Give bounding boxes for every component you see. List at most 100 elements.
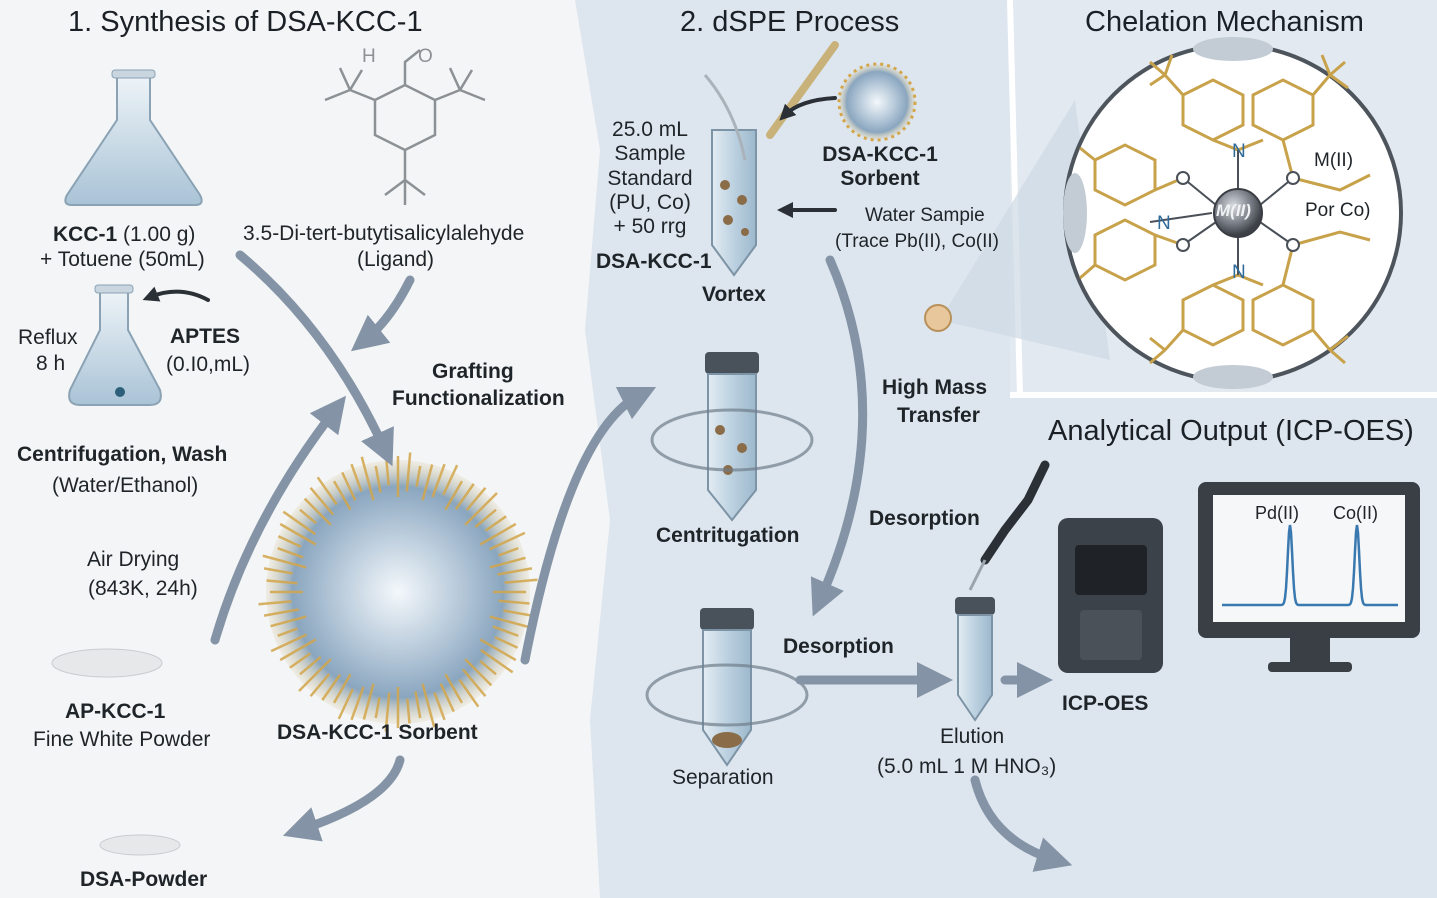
sorbent-spike	[458, 678, 480, 708]
separation-tube	[645, 608, 809, 767]
sorbent-spike	[303, 497, 332, 526]
reflux-label: Reflux	[18, 326, 78, 349]
heading-output: Analytical Output (ICP-OES)	[1048, 415, 1414, 447]
air-drying-label: Air Drying	[87, 548, 180, 571]
sorbent-callout-line-2: Sorbent	[840, 166, 920, 190]
icp-oes-label: ICP-OES	[1062, 692, 1149, 715]
sorbent-particle	[924, 304, 952, 332]
transfer-label: Transfer	[897, 404, 980, 427]
sorbent-spike	[277, 627, 298, 637]
metal-label: M(II)	[1314, 150, 1354, 171]
flow-arrows	[210, 250, 1073, 872]
n-atom-top: N	[1232, 141, 1246, 162]
n-atom-bottom: N	[1232, 262, 1246, 283]
sorbent-spike	[341, 471, 357, 501]
drying-conditions: (843K, 24h)	[88, 577, 198, 600]
sample-line-4: (PU, Co)	[609, 191, 691, 215]
icp-oes-instrument	[1058, 518, 1163, 673]
pipette	[968, 460, 1050, 591]
sorbent-callout-line-1: DSA-KCC-1	[822, 143, 938, 166]
sorbent-spike	[492, 625, 519, 637]
elution-conditions: (5.0 mL 1 M HNO₃)	[877, 755, 1057, 778]
sorbent-spike	[503, 609, 533, 617]
sorbent-spike	[464, 658, 493, 687]
desorption-mid-label: Desorption	[783, 635, 894, 658]
reflux-flask	[68, 284, 162, 406]
aptes-amount: (0.I0,mL)	[166, 353, 251, 376]
sorbent-spike	[465, 487, 487, 511]
sorbent-spike	[277, 547, 304, 559]
sorbent-spike	[298, 658, 332, 692]
n-atom-left: N	[1157, 213, 1171, 234]
sorbent-spike	[497, 567, 533, 576]
ligand-structure	[324, 49, 486, 205]
sorbent-spike	[489, 615, 534, 630]
elution-label: Elution	[940, 725, 1005, 748]
sorbent-spike	[282, 510, 316, 536]
high-mass-label: High Mass	[882, 376, 988, 399]
sample-info: 25.0 mL Sample Standard (PU, Co) + 50 rr…	[600, 118, 700, 240]
small-sorbent-sphere	[837, 62, 917, 142]
sorbent-spike	[498, 547, 519, 557]
arrow-kcc1-to-sorbent	[235, 250, 394, 467]
sorbent-spike	[479, 638, 517, 662]
sorbent-spike	[299, 655, 322, 676]
por-co-label: Por Co)	[1305, 200, 1371, 221]
ligand-name: 3.5-Di-tert-butytisalicylalehyde	[243, 222, 525, 245]
sorbent-spike	[421, 683, 436, 728]
sorbent-spike	[498, 599, 530, 605]
sorbent-spike	[414, 691, 422, 719]
sorbent-spike	[316, 476, 338, 506]
solvents-label: (Water/Ethanol)	[52, 474, 199, 497]
vortex-label: Vortex	[702, 283, 766, 306]
heading-chelation: Chelation Mechanism	[1085, 6, 1364, 38]
arrow-apkcc1-to-grafting	[210, 395, 347, 645]
sorbent-spike	[489, 556, 526, 569]
kcc1-label: KCC-1 (1.00 g)	[53, 223, 195, 247]
sorbent-spike	[279, 638, 317, 662]
centrifugation-label: Centritugation	[656, 524, 800, 547]
sorbent-spike	[374, 697, 381, 719]
sorbent-spike	[266, 579, 298, 585]
functionalization-label: Functionalization	[392, 387, 565, 410]
chelation-ligand	[1079, 54, 1371, 365]
sorbent-spike	[332, 673, 352, 704]
centrifuge-tube	[650, 352, 814, 522]
elution-tube	[955, 597, 995, 722]
reflux-time: 8 h	[36, 352, 66, 375]
sample-line-3: Standard	[607, 166, 693, 190]
small-arrows	[142, 96, 837, 302]
arrow-sorbent-to-dsa-powder	[282, 755, 405, 842]
sorbent-spike	[350, 463, 363, 492]
sorbent-spike	[350, 686, 365, 721]
arrow-vortex-to-separation	[810, 255, 868, 617]
sorbent-spike	[454, 483, 475, 510]
sorbent-spike	[332, 480, 352, 511]
sorbent-sphere	[258, 452, 538, 732]
sorbent-spike	[337, 688, 354, 720]
sorbent-spike	[474, 508, 497, 529]
sorbent-spike	[374, 465, 382, 493]
sorbent-spike	[480, 648, 514, 674]
centrifugation-wash-label: Centrifugation, Wash	[17, 443, 228, 466]
ap-kcc1-label: AP-KCC-1	[65, 700, 166, 723]
ligand-tag: (Ligand)	[357, 248, 435, 271]
heading-synthesis: 1. Synthesis of DSA-KCC-1	[68, 6, 423, 38]
sample-tubing	[703, 74, 747, 161]
sorbent-spike	[289, 652, 312, 669]
sorbent-spike	[321, 674, 342, 701]
dsa-powder-label: DSA-Powder	[80, 868, 208, 891]
kcc1-amount: (1.00 g)	[117, 223, 196, 246]
sample-line-5: + 50 rrg	[613, 215, 687, 239]
sorbent-spike	[479, 522, 517, 546]
separation-label: Separation	[672, 766, 774, 789]
sorbent-spike	[362, 683, 375, 720]
water-sample-label: Water Sampie	[865, 205, 985, 226]
sorbent-spike	[384, 692, 391, 732]
sorbent-spike	[433, 692, 446, 721]
sorbent-spike	[464, 492, 498, 526]
sorbent-label: DSA-KCC-1 Sorbent	[277, 721, 478, 744]
sorbent-spike	[258, 600, 292, 606]
sorbent-spike	[421, 464, 434, 501]
